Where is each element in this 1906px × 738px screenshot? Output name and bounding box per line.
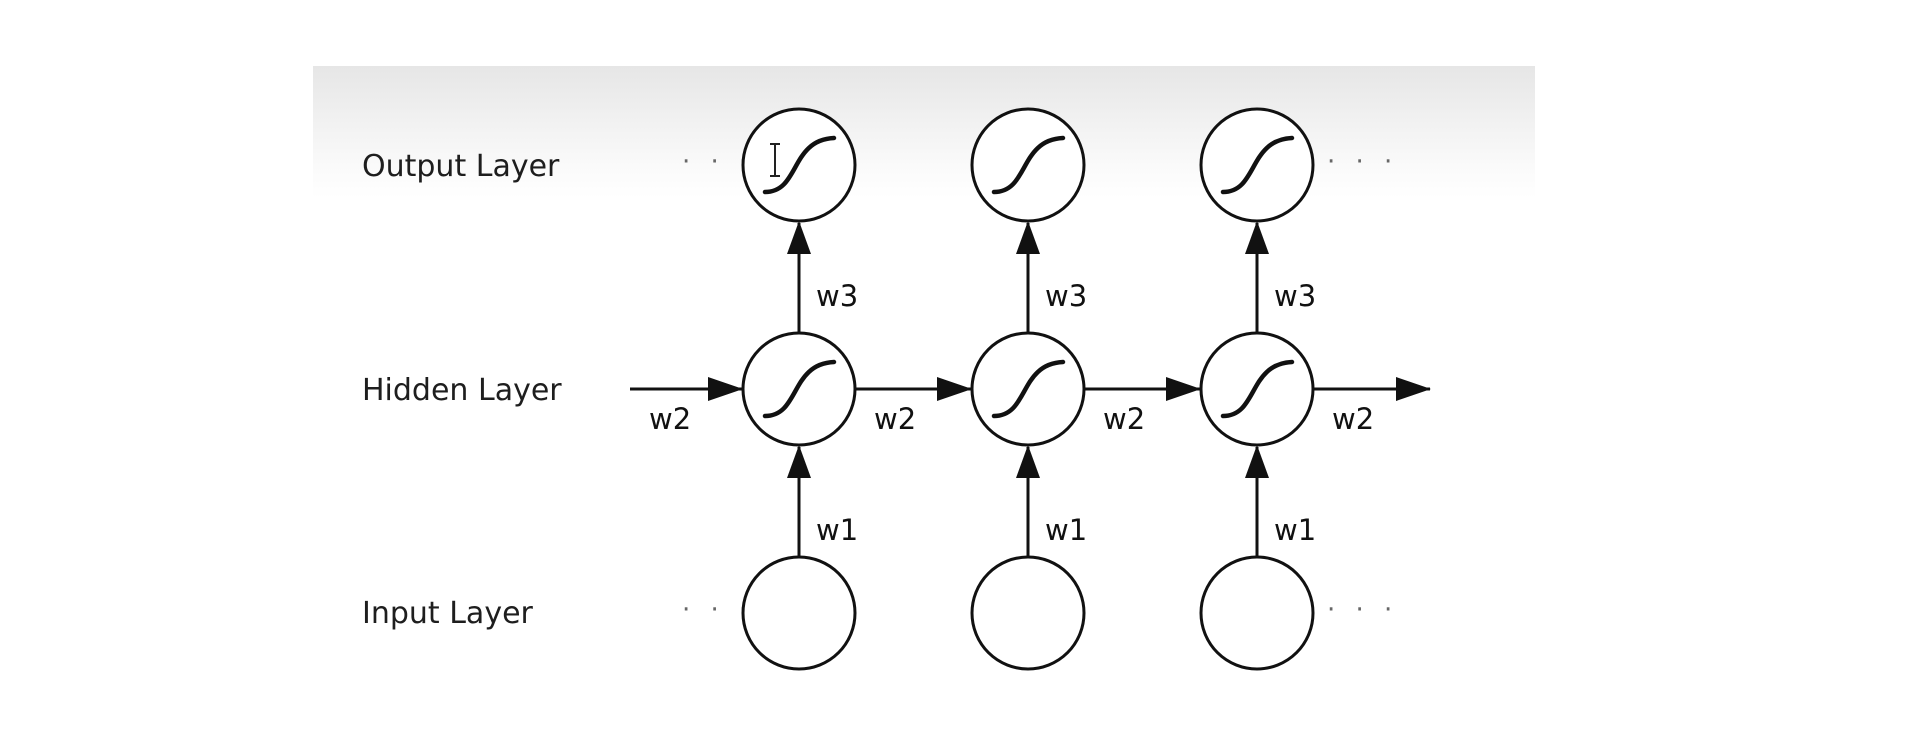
sigmoid-icon (1220, 135, 1295, 195)
sigmoid-icon (991, 135, 1066, 195)
w3-label-3: w3 (1274, 279, 1316, 313)
w2-label-1-2: w2 (874, 402, 916, 436)
w2-label-in: w2 (649, 402, 691, 436)
output-left-ellipsis: · · · (682, 147, 753, 177)
w1-label-2: w1 (1045, 513, 1087, 547)
hidden-layer-label: Hidden Layer (362, 373, 562, 408)
output-right-ellipsis: · · · (1327, 147, 1398, 177)
sigmoid-icon (1220, 359, 1295, 419)
text-cursor-icon (770, 143, 780, 177)
input-neuron-2 (970, 555, 1086, 671)
w1-label-1: w1 (816, 513, 858, 547)
output-layer-band (313, 66, 1535, 198)
w2-label-out: w2 (1332, 402, 1374, 436)
output-layer-label: Output Layer (362, 149, 560, 184)
w2-label-2-3: w2 (1103, 402, 1145, 436)
input-left-ellipsis: · · · (682, 595, 753, 625)
arrowheads (708, 221, 1431, 478)
sigmoid-icon (762, 135, 837, 195)
input-right-ellipsis: · · · (1327, 595, 1398, 625)
w3-label-2: w3 (1045, 279, 1087, 313)
input-neuron-1 (741, 555, 857, 671)
input-neuron-3 (1199, 555, 1315, 671)
input-layer-label: Input Layer (362, 596, 534, 631)
sigmoid-icon (991, 359, 1066, 419)
w1-label-3: w1 (1274, 513, 1316, 547)
w3-label-1: w3 (816, 279, 858, 313)
sigmoid-icon (762, 359, 837, 419)
